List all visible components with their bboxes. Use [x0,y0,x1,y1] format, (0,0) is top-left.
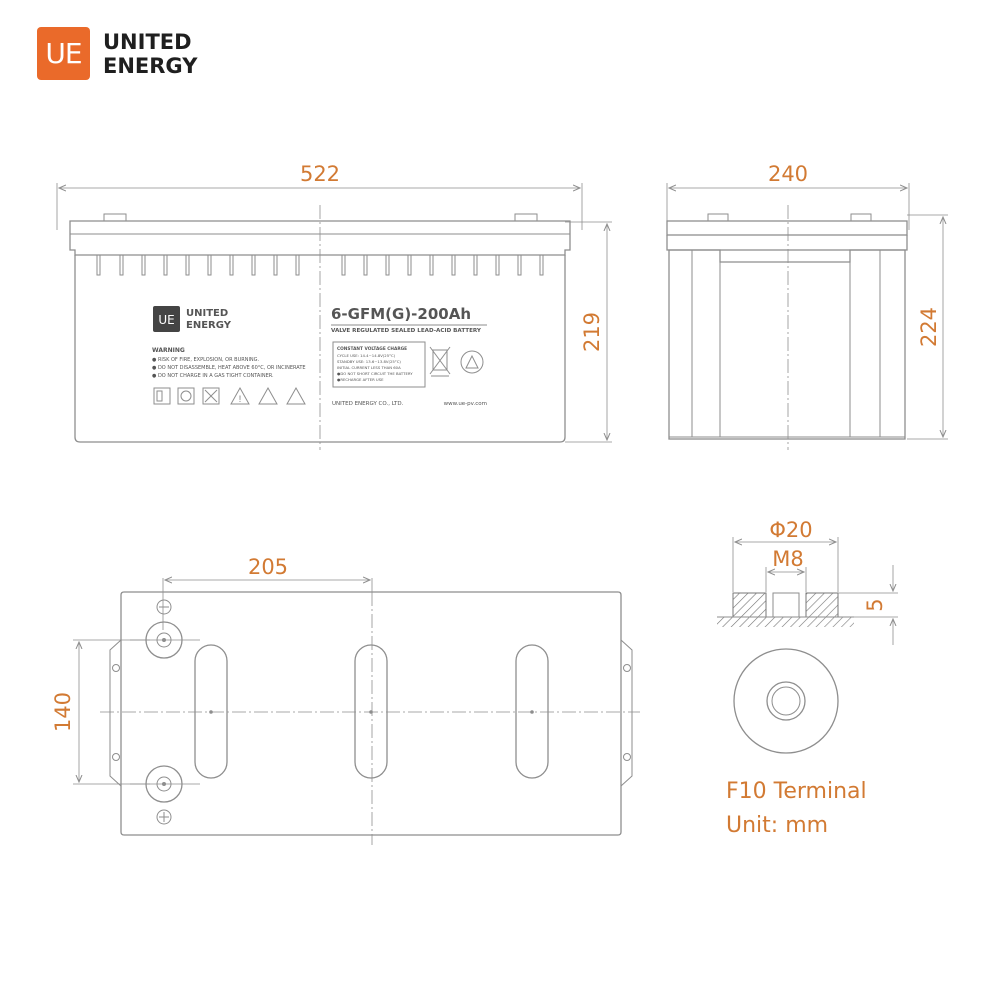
front-rib [251,254,256,276]
front-height-dimension: 219 [580,312,604,352]
front-rib [96,254,101,276]
front-rib [473,254,478,276]
front-rib [273,254,278,276]
model-subtitle: VALVE REGULATED SEALED LEAD-ACID BATTERY [331,328,482,334]
terminal-spacing-dimension: 205 [248,555,288,579]
side-view: 240 224 [666,162,948,450]
front-rib [163,254,168,276]
brand-name-line1: UNITED [103,30,192,54]
explosive-icon [286,386,306,405]
charge-line-1: CYCLE USE: 14.4~14.8V(25°C) [337,353,396,358]
goggles-icon [177,387,195,405]
top-width-dimension: 140 [51,692,75,732]
safety-icons: ! [153,386,306,405]
label-brand-line2: ENERGY [186,320,232,331]
charge-line-4: ●DO NOT SHORT CIRCUIT THE BATTERY [337,371,413,376]
manual-icon [153,387,171,405]
label-logo-icon [153,306,180,332]
warning-line-3: ● DO NOT CHARGE IN A GAS TIGHT CONTAINER… [152,373,274,379]
terminal-diameter-dimension: Φ20 [769,518,812,542]
front-view: 522 219 UE UNITED ENERGY 6-GFM(G)-200Ah … [56,162,612,450]
charge-info-box [332,341,426,388]
negative-terminal [145,599,183,659]
front-rib [429,254,434,276]
front-rib [407,254,412,276]
label-logo-mark: UE [158,313,174,327]
front-rib [185,254,190,276]
brand-logo: UE UNITED ENERGY [37,27,237,83]
crossed-bin-icon [429,346,451,377]
front-rib [539,254,544,276]
corrosive-icon [258,386,278,405]
warning-line-2: ● DO NOT DISASSEMBLE, HEAT ABOVE 60°C, O… [152,365,306,371]
warning-triangle-icon [230,386,250,405]
brand-name: UNITED ENERGY [103,30,197,78]
no-fire-icon [202,387,220,405]
charge-line-5: ●RECHARGE AFTER USE [337,377,384,382]
front-rib [141,254,146,276]
charge-box-title: CONSTANT VOLTAGE CHARGE [337,346,407,352]
brand-name-line2: ENERGY [103,54,198,78]
terminal-detail: Φ20 M8 5 [717,518,898,754]
front-rib [451,254,456,276]
terminal-type-caption: F10 Terminal [726,779,867,804]
svg-text:!: ! [239,394,242,404]
model-name: 6-GFM(G)-200Ah [331,305,471,323]
warning-line-1: ● RISK OF FIRE, EXPLOSION, OR BURNING. [152,357,260,363]
label-company: UNITED ENERGY CO., LTD. [332,401,404,407]
front-rib [341,254,346,276]
front-rib [207,254,212,276]
front-rib [295,254,300,276]
brand-logo-mark: UE [37,27,90,80]
front-rib [517,254,522,276]
unit-caption: Unit: mm [726,813,829,838]
charge-line-3: INITIAL CURRENT LESS THAN 60A [337,365,401,370]
front-rib [229,254,234,276]
front-rib [385,254,390,276]
front-rib [119,254,124,276]
side-height-dimension: 224 [917,307,941,347]
charge-line-2: STANDBY USE: 13.6~13.8V(25°C) [337,359,401,364]
recycle-icon [460,350,484,374]
front-rib [363,254,368,276]
handle-middle [354,644,388,779]
label-website: www.ue-pv.com [444,401,487,407]
terminal-thread-dimension: M8 [772,547,803,571]
label-brand-line1: UNITED [186,308,228,319]
front-rib [495,254,500,276]
terminal-height-dimension: 5 [863,598,887,611]
front-width-dimension: 522 [300,162,340,186]
front-ribs [96,254,544,276]
positive-terminal [145,765,183,825]
top-view: 205 [51,555,640,845]
warning-title: WARNING [152,347,185,354]
side-width-dimension: 240 [768,162,808,186]
handle-left [194,644,228,779]
handle-right [515,644,549,779]
